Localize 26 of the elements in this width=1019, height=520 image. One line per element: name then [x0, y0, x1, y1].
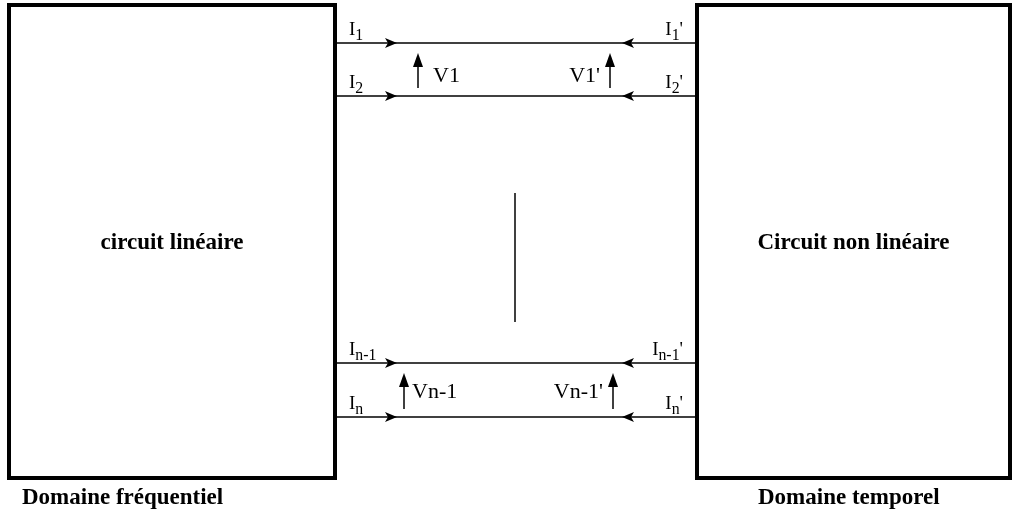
edge-label: I$_{1}$' — [665, 19, 683, 43]
domain-caption: Domaine fréquentiel — [22, 484, 224, 510]
circuit-box — [695, 3, 1012, 480]
circuit-label: Circuit non linéaire — [757, 228, 950, 255]
current-arrow — [336, 358, 398, 368]
edge-label: I$_{2}$ — [349, 72, 364, 96]
edge-label: I$_{n}$' — [665, 393, 683, 417]
circuit-label: circuit linéaire — [100, 228, 244, 255]
voltage-label: V1' — [569, 64, 600, 86]
edge-label: I$_{n-1}$ — [349, 339, 377, 363]
edge-label: I$_{n}$ — [349, 393, 364, 417]
domain-caption: Domaine temporel — [758, 484, 940, 510]
current-arrow — [336, 91, 398, 101]
edge-label: I$_{2}$' — [665, 72, 683, 96]
voltage-label: Vn-1' — [553, 380, 603, 402]
current-arrow — [621, 358, 696, 368]
edge-label: I$_{1}$ — [349, 19, 364, 43]
circuit-box — [7, 3, 337, 480]
current-arrow — [336, 412, 398, 422]
current-arrow — [621, 412, 696, 422]
current-arrow — [621, 91, 696, 101]
current-arrow — [336, 38, 398, 48]
voltage-label: V1 — [433, 64, 460, 86]
current-arrow — [621, 38, 696, 48]
voltage-label: Vn-1 — [412, 380, 458, 402]
edge-label: I$_{n-1}$' — [652, 339, 683, 363]
